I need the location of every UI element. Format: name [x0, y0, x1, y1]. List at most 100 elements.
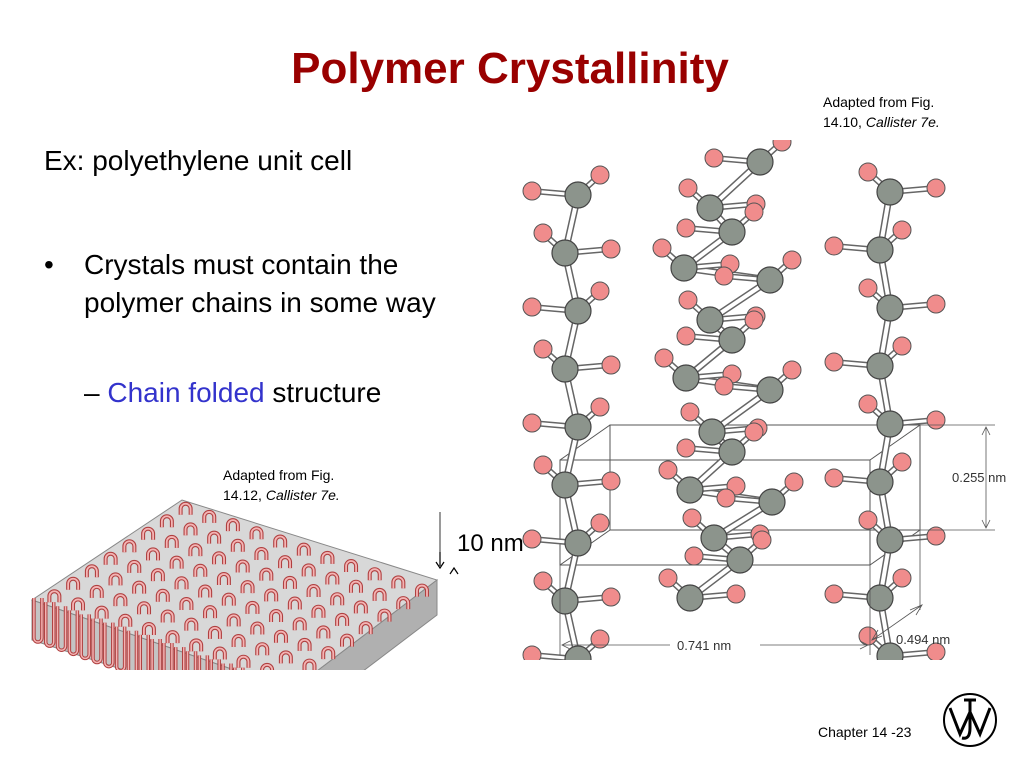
chain-fold [199, 585, 212, 598]
thickness-label: 10 nm [457, 530, 524, 557]
hydrogen-atom [704, 148, 724, 168]
carbon-atom [876, 294, 904, 322]
carbon-atom [676, 584, 704, 612]
chain-fold [147, 548, 159, 561]
chain-fold [256, 643, 269, 656]
carbon-atom [564, 297, 592, 325]
carbon-atom [756, 266, 784, 294]
chain-fold [392, 576, 405, 589]
carbon-atom [718, 326, 746, 354]
chain-fold [288, 597, 301, 610]
hydrogen-atom [892, 336, 912, 356]
chain-fold [331, 593, 344, 606]
hydrogen-atom [782, 250, 802, 270]
hydrogen-atom [533, 571, 553, 591]
chain-fold [307, 585, 320, 598]
sub-bullet-item: – Chain folded structure [84, 374, 381, 412]
dimension-width: 0.741 nm [559, 565, 871, 655]
hydrogen-atom [926, 178, 946, 198]
carbon-atom [672, 364, 700, 392]
chain-fold [180, 598, 193, 610]
carbon-atom [866, 584, 894, 612]
chain-fold [231, 539, 244, 552]
chain-fold [284, 577, 296, 589]
chain-fold [123, 540, 136, 553]
chain-fold [297, 543, 310, 556]
carbon-atom [718, 218, 746, 246]
chain-fold [236, 560, 249, 573]
chain-fold [208, 531, 221, 544]
front-chain-fold [80, 614, 90, 660]
chain-fold [397, 597, 410, 610]
carbon-atom [564, 181, 592, 209]
carbon-atom [696, 194, 724, 222]
chain-fold [175, 577, 188, 590]
hydrogen-atom [926, 526, 946, 546]
chain-folds [47, 501, 429, 670]
hydrogen-atom [533, 223, 553, 243]
hydrogen-atom [601, 471, 621, 491]
hydrogen-atom [824, 352, 844, 372]
carbon-atom [758, 488, 786, 516]
hydrogen-atom [772, 140, 792, 152]
chain-fold [246, 602, 259, 614]
chain-fold [185, 618, 198, 631]
carbon-atom [866, 352, 894, 380]
hydrogen-atom [744, 422, 764, 442]
hydrogen-atom [744, 202, 764, 222]
carbon-atom [866, 468, 894, 496]
example-heading: Ex: polyethylene unit cell [44, 145, 353, 176]
hydrogen-atom [533, 455, 553, 475]
carbon-atom [564, 529, 592, 557]
hydrogen-atom [858, 162, 878, 182]
chain-fold [67, 577, 80, 590]
hydrogen-atom [522, 413, 542, 433]
hydrogen-atom [658, 568, 678, 588]
chain-fold [72, 598, 84, 611]
hydrogen-atom [590, 513, 610, 533]
chain-fold [303, 659, 316, 670]
hydrogen-atom [590, 281, 610, 301]
carbon-atom [876, 642, 904, 660]
chain-folded-lamella-figure [30, 499, 459, 670]
source-caption-top: Adapted from Fig. 14.10, Callister 7e. [823, 94, 940, 130]
chain-fold [226, 519, 239, 532]
chain-fold [341, 634, 353, 647]
hydrogen-atom [892, 220, 912, 240]
hydrogen-atom [601, 239, 621, 259]
hydrogen-atom [726, 584, 746, 604]
dimension-depth: 0.494 nm [871, 530, 950, 647]
chain-fold [261, 664, 274, 670]
chain-fold [48, 590, 61, 603]
chain-fold [194, 564, 207, 577]
chain-fold [165, 536, 178, 548]
carbon-atom [551, 239, 579, 267]
hydrogen-atom [590, 165, 610, 185]
carbon-atom [876, 178, 904, 206]
chain-fold [166, 631, 179, 644]
hydrogen-atom [522, 529, 542, 549]
hydrogen-atom [590, 629, 610, 649]
chain-fold [359, 622, 372, 635]
chain-fold [321, 552, 334, 564]
chain-fold [378, 609, 391, 622]
carbon-atom [670, 254, 698, 282]
chain-fold [275, 630, 287, 643]
hydrogen-atom [652, 238, 672, 258]
chain-fold [279, 556, 291, 569]
chain-fold [312, 605, 325, 618]
slide-footer: Chapter 14 -23 [818, 724, 912, 740]
hydrogen-atom [752, 530, 772, 550]
chain-fold [350, 580, 362, 593]
chain-fold [317, 626, 330, 639]
dimension-width-label: 0.741 nm [677, 638, 731, 653]
hydrogen-atom [680, 402, 700, 422]
carbon-atom [866, 236, 894, 264]
hydrogen-atom [926, 642, 946, 660]
chain-fold [143, 623, 155, 635]
chain-fold [265, 589, 278, 602]
front-chain-fold [92, 618, 102, 664]
hydrogen-atom [782, 360, 802, 380]
chain-fold [85, 565, 98, 578]
hydrogen-atom [676, 438, 696, 458]
